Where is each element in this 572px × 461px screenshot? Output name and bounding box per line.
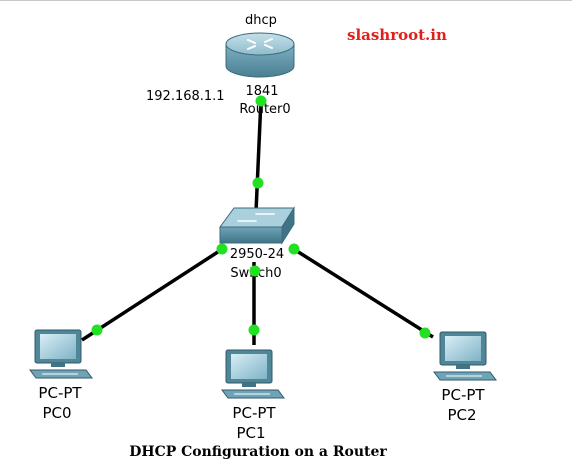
- link-switch-pc2[interactable]: [291, 246, 434, 339]
- switch-icon[interactable]: [219, 206, 295, 245]
- pc0-name: PC0: [42, 404, 71, 422]
- diagram-caption: DHCP Configuration on a Router: [129, 444, 387, 460]
- link-status-dot: [288, 243, 300, 255]
- link-status-dot: [248, 324, 260, 336]
- link-status-indicators: [91, 95, 431, 339]
- brand-watermark: slashroot.in: [347, 26, 447, 44]
- link-status-dot: [255, 95, 267, 107]
- pc0-icon[interactable]: [29, 329, 93, 379]
- pc2-name: PC2: [447, 406, 476, 424]
- pc0-type: PC-PT: [38, 384, 82, 402]
- pc2-type: PC-PT: [441, 386, 485, 404]
- link-status-dot: [91, 324, 103, 336]
- pc1-type: PC-PT: [232, 404, 276, 422]
- pc1-icon[interactable]: [221, 349, 285, 399]
- router-name: Router0: [239, 102, 290, 117]
- router-icon[interactable]: [225, 32, 295, 78]
- pc2-icon[interactable]: [433, 331, 497, 381]
- switch-model: 2950-24: [230, 247, 284, 262]
- link-status-dot: [216, 243, 228, 255]
- link-status-dot: [419, 327, 431, 339]
- router-hostname: dhcp: [245, 13, 277, 28]
- link-switch-pc0[interactable]: [81, 246, 225, 342]
- link-status-dot: [249, 265, 261, 277]
- router-ip-address: 192.168.1.1: [146, 89, 225, 104]
- router-model: 1841: [245, 84, 278, 99]
- link-router-switch[interactable]: [254, 98, 263, 213]
- pc1-name: PC1: [236, 424, 265, 442]
- link-status-dot: [252, 177, 264, 189]
